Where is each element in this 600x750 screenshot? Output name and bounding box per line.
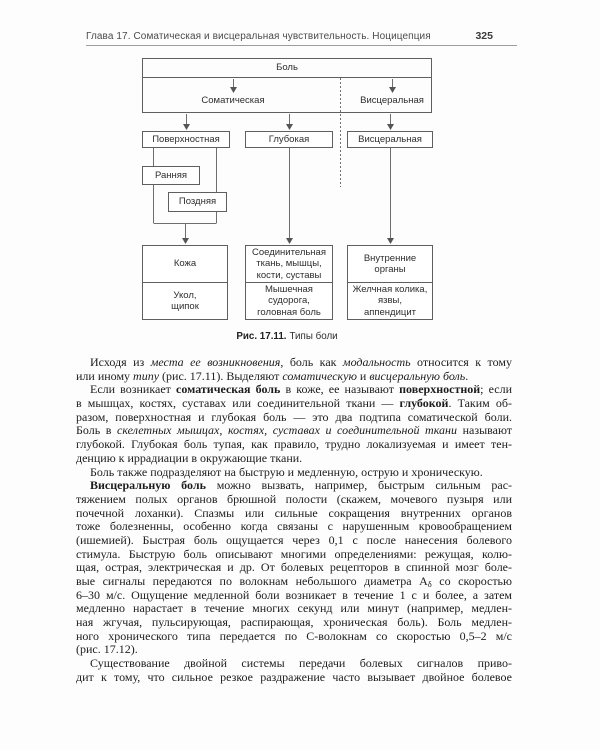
outcome-box-skin: Кожа Укол, щипок <box>142 245 228 320</box>
skin-source: Кожа <box>143 246 227 283</box>
branch-somatic-label: Соматическая <box>201 95 265 106</box>
body-line: Висцеральную боль можно вызвать, наприме… <box>90 478 513 493</box>
outcome-box-deep: Соединительная ткань, мышцы, кости, суст… <box>245 245 333 320</box>
body-line: глубокой. Глубокая боль тупая, как прави… <box>76 437 512 452</box>
body-line: Исходя из места ее возникновения, боль к… <box>90 355 512 369</box>
body-line: Если возникает соматическая боль в коже,… <box>90 382 512 397</box>
body-line: или иному типу (рис. 17.11). Выделяют со… <box>76 368 469 383</box>
running-header: Глава 17. Соматическая и висцеральная чу… <box>86 31 431 42</box>
box-visceral: Висцеральная <box>347 131 433 148</box>
visceral-source: Внутренние органы <box>348 246 432 283</box>
body-line: в мышцах, костях, суставах или соедините… <box>76 396 512 411</box>
diagram-root-label: Боль <box>143 59 431 78</box>
body-line: вые сигналы передаются по волокнам небол… <box>76 574 512 589</box>
branch-visceral-label: Висцеральная <box>360 95 424 106</box>
figure-caption-number: Рис. 17.11. <box>236 331 287 342</box>
body-line: 6–30 м/с. Ощущение медленной боли возник… <box>76 587 512 602</box>
skin-examples: Укол, щипок <box>171 289 199 312</box>
figure-caption-title: Типы боли <box>289 331 338 342</box>
body-line: стимула. Быструю боль описывают многими … <box>76 546 512 561</box>
body-line: ного хронического типа передается по С-в… <box>76 628 512 643</box>
page-number: 325 <box>475 30 493 42</box>
deep-source: Соединительная ткань, мышцы, кости, суст… <box>246 246 332 283</box>
body-line: денцию к иррадиации в окружающие ткани. <box>76 450 303 465</box>
box-superficial: Поверхностная <box>142 131 230 148</box>
body-line: Боль также подразделяют на быструю и мед… <box>90 464 483 479</box>
body-line: почечной лоханки). Спазмы или сильные со… <box>76 505 512 520</box>
body-line: медленно нарастает в течение многих секу… <box>76 601 512 616</box>
body-line: разом, поверхностная и глубокая боль — э… <box>76 409 512 424</box>
body-line: (рис. 17.12). <box>76 642 138 657</box>
header-rule <box>86 45 517 46</box>
body-line: дит к тому, что сильное резкое раздражен… <box>76 669 512 684</box>
body-text: Исходя из места ее возникновения, боль к… <box>76 355 513 685</box>
outcome-box-visceral: Внутренние органы Желчная колика, язвы, … <box>347 245 433 320</box>
visceral-examples: Желчная колика, язвы, аппендицит <box>352 283 428 318</box>
deep-examples: Мышечная судорога, головная боль <box>257 283 321 318</box>
body-line: тяжением полых органов брюшной полости (… <box>76 491 512 506</box>
body-line: щая, острая, электрическая и др. От боле… <box>76 560 512 575</box>
box-early: Ранняя <box>142 166 200 185</box>
body-line: ная жгучая, пульсирующая, распирающая, х… <box>76 615 512 630</box>
body-line: Существование двойной системы передачи б… <box>90 656 512 671</box>
body-line: Боль в скелетных мышцах, костях, сустава… <box>76 423 513 438</box>
body-line: (ишемией). Быстрая боль ощущается через … <box>76 532 512 547</box>
box-deep: Глубокая <box>245 131 333 148</box>
figure-caption: Рис. 17.11.Типы боли <box>142 331 432 343</box>
diagram-root-box: Боль <box>142 58 432 113</box>
box-late: Поздняя <box>168 192 227 212</box>
body-line: тоже болезненны, особенно когда связаны … <box>76 519 512 534</box>
